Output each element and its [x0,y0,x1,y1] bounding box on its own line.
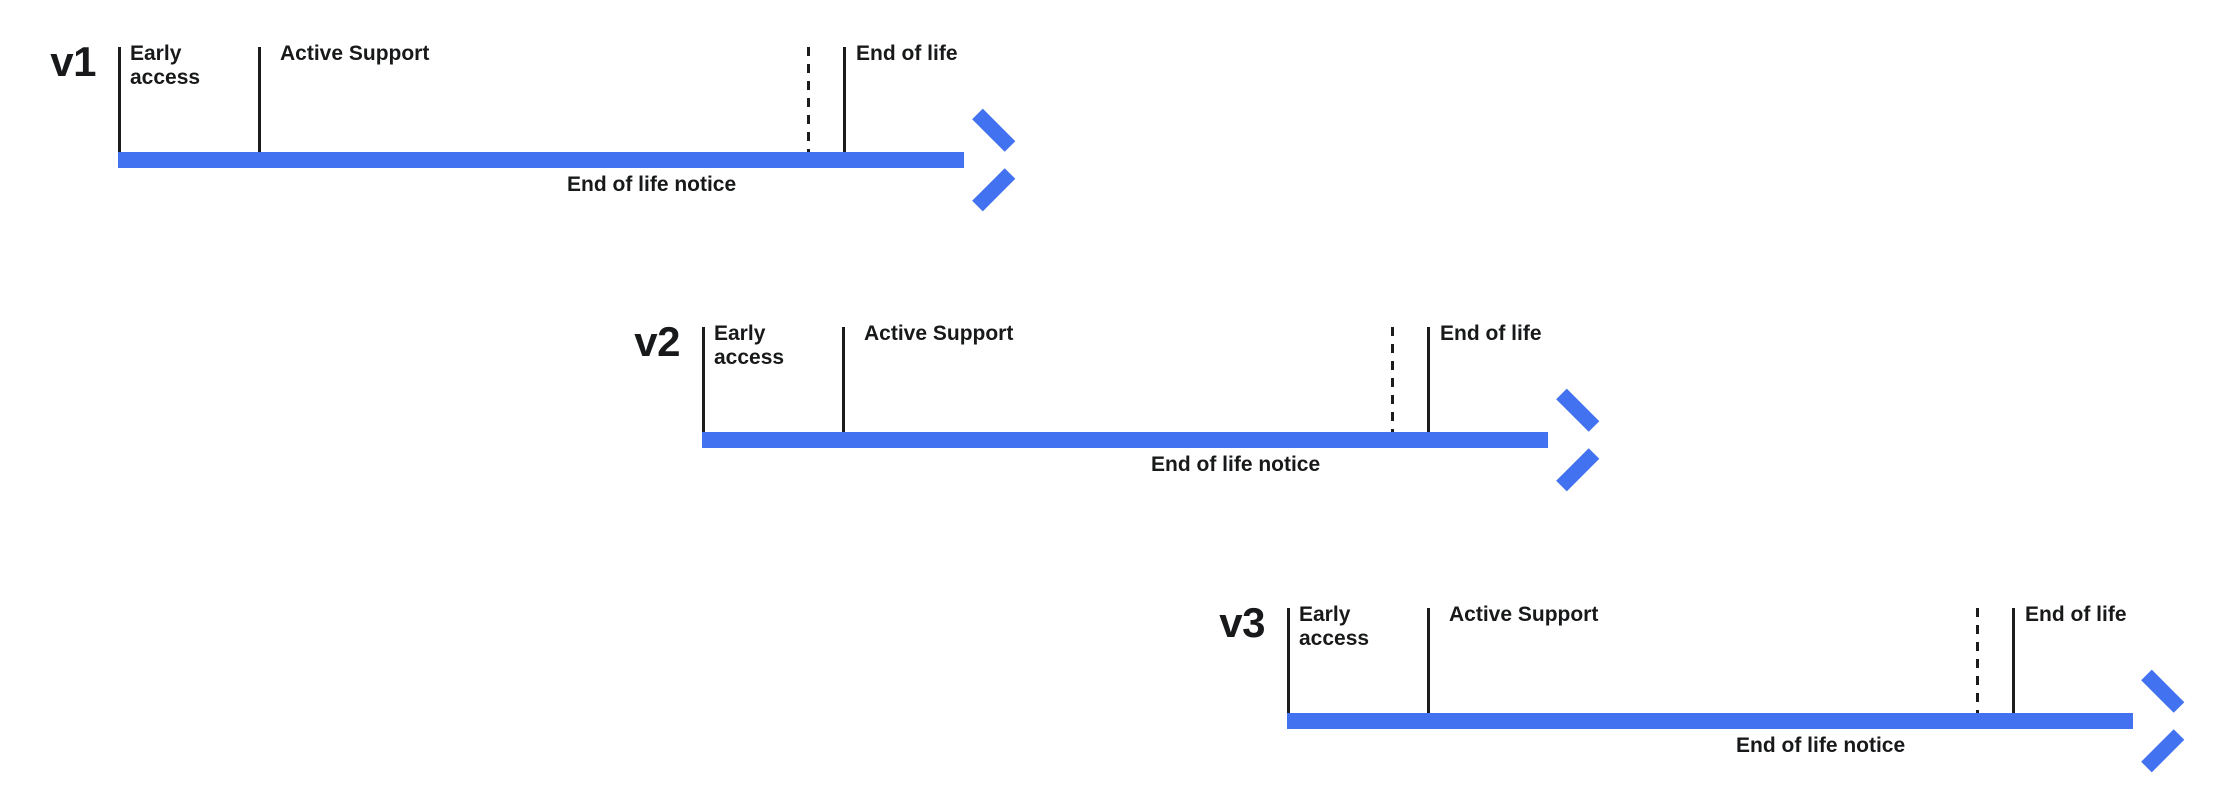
phase-divider-v1-3 [843,47,846,152]
version-label-v1: v1 [50,38,96,85]
timeline-bar-v2 [702,432,1548,448]
phase-divider-v2-2 [842,327,845,432]
phase-divider-v3-2 [1427,608,1430,713]
phase-label-early-access-v3: Early access [1299,603,1370,650]
phase-label-early-access-v2: Early access [714,322,785,369]
end-of-life-notice-marker-v3 [1976,608,1979,713]
end-of-life-notice-label-v1: End of life notice [567,173,737,196]
arrow-stroke-upper [2141,669,2185,713]
arrow-stroke-upper [1556,388,1600,432]
version-label-v3: v3 [1219,599,1265,646]
version-label-v2: v2 [634,318,680,365]
phase-divider-v2-3 [1427,327,1430,432]
phase-label-end-of-life-v2: End of life [1440,322,1542,345]
arrow-stroke-upper [972,108,1016,152]
phase-divider-v2-1 [702,327,705,432]
end-of-life-notice-label-v2: End of life notice [1151,453,1321,476]
phase-label-end-of-life-v3: End of life [2025,603,2127,626]
timeline-bar-v1 [118,152,964,168]
phase-label-active-support-v1: Active Support [280,42,430,65]
phase-divider-v1-1 [118,47,121,152]
phase-label-active-support-v2: Active Support [864,322,1014,345]
phase-label-end-of-life-v1: End of life [856,42,958,65]
phase-divider-v3-1 [1287,608,1290,713]
timeline-arrow-icon-v2 [1548,388,1600,492]
end-of-life-notice-label-v3: End of life notice [1736,734,1906,757]
arrow-stroke-lower [2141,729,2185,773]
timeline-bar-v3 [1287,713,2133,729]
phase-divider-v3-3 [2012,608,2015,713]
phase-divider-v1-2 [258,47,261,152]
timeline-arrow-icon-v3 [2133,669,2185,773]
phase-label-active-support-v3: Active Support [1449,603,1599,626]
arrow-stroke-lower [972,168,1016,212]
end-of-life-notice-marker-v2 [1391,327,1394,432]
timeline-arrow-icon-v1 [964,108,1016,212]
end-of-life-notice-marker-v1 [807,47,810,152]
arrow-stroke-lower [1556,448,1600,492]
phase-label-early-access-v1: Early access [130,42,201,89]
